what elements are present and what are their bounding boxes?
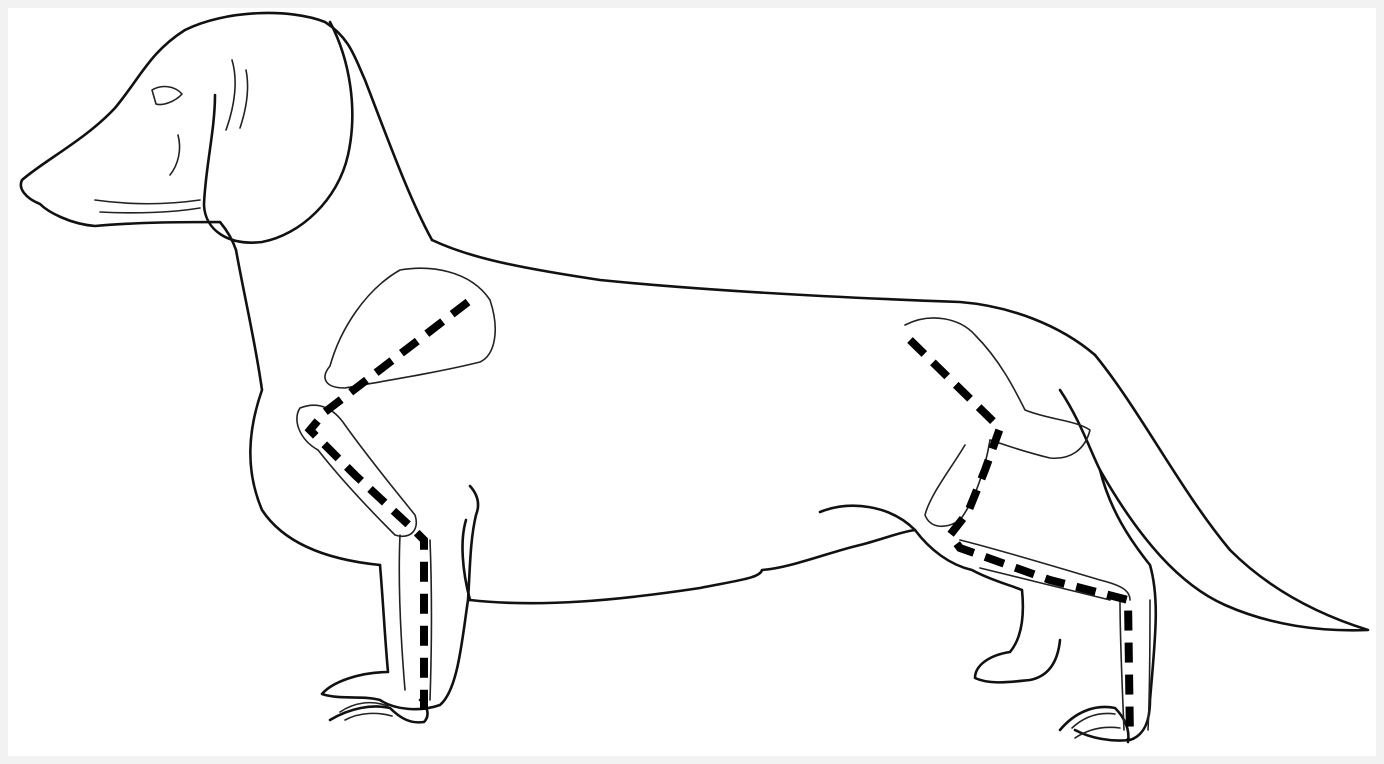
eye [152,87,182,105]
face-line [170,135,180,175]
ear-outline [204,22,352,243]
dog-outline [21,13,1368,742]
scapula [325,268,495,388]
limb-axes [310,302,1130,740]
cheek-line [226,60,235,130]
femur [925,440,990,526]
mouth-line [95,200,200,204]
back-outline [432,240,1095,355]
hind-leg-rear [1075,470,1156,741]
jaw-line [100,208,200,213]
belly-fold [820,506,915,530]
chest-outline [236,250,380,565]
hind-leg-outline [915,530,1060,682]
belly-outline [470,530,915,603]
front-limb-axis [310,302,468,710]
hind-toes [1072,714,1120,738]
tibia [960,540,1130,600]
skeleton-detail [95,60,1150,738]
cheek-line-2 [240,70,248,128]
head-outline [21,13,432,250]
